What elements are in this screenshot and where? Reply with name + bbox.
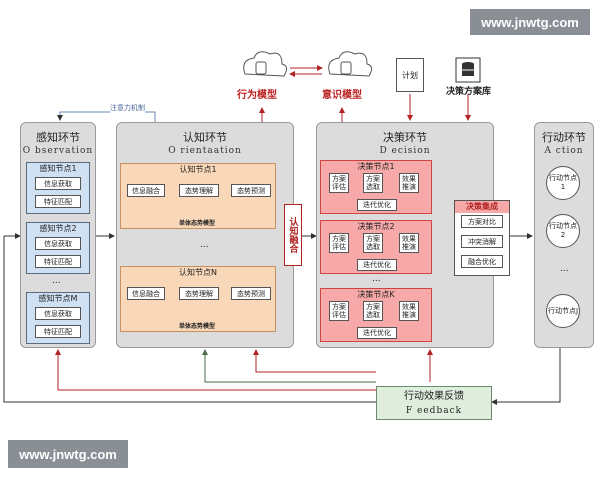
database-icon	[455, 57, 481, 83]
situation-understand-box: 态势理解	[179, 184, 219, 197]
cognition-fusion-box: 认知融合	[284, 204, 302, 266]
feedback-subtitle: F eedback	[405, 406, 463, 416]
feature-match-box: 特征匹配	[35, 195, 81, 208]
situation-predict-box: 态势预测	[231, 184, 271, 197]
act-node: 行动节点J	[546, 294, 580, 328]
info-acquire-box: 信息获取	[35, 307, 81, 320]
feedback-title: 行动效果反馈	[404, 391, 464, 402]
iterate-opt-box: 迭代优化	[357, 327, 397, 339]
feature-match-box: 特征匹配	[35, 255, 81, 268]
info-acquire-box: 信息获取	[35, 177, 81, 190]
situation-understand-box: 态势理解	[179, 287, 219, 300]
observe-node: 感知节点2 信息获取 特征匹配	[26, 222, 90, 274]
cognition-model-label: 意识模型	[322, 90, 362, 101]
plan-evaluate-box: 方案评估	[329, 233, 349, 253]
single-model-label: 单体态势模型	[178, 220, 215, 227]
orient-node: 认知节点1 信息融合 态势理解 态势预测 单体态势模型	[120, 163, 276, 229]
decide-ellipsis: ...	[372, 274, 381, 284]
plan-select-box: 方案选取	[363, 173, 383, 193]
decide-title: 决策环节	[383, 131, 427, 144]
plan-evaluate-box: 方案评估	[329, 173, 349, 193]
act-node: 行动节点1	[546, 166, 580, 200]
plan-select-box: 方案选取	[363, 233, 383, 253]
decision-integration: 决策集成 方案对比 冲突消解 融合优化	[454, 200, 510, 276]
effect-simulate-box: 效果推演	[399, 233, 419, 253]
info-fusion-box: 信息融合	[127, 184, 165, 197]
orient-ellipsis: ...	[200, 240, 209, 250]
observe-subtitle: O bservation	[22, 146, 94, 156]
observe-node: 感知节点1 信息获取 特征匹配	[26, 162, 90, 214]
decide-subtitle: D ecision	[379, 146, 431, 156]
plan-evaluate-box: 方案评估	[329, 301, 349, 321]
plan-select-box: 方案选取	[363, 301, 383, 321]
cloud-icon	[243, 51, 288, 77]
watermark-bottom: www.jnwtg.com	[8, 440, 128, 468]
behavior-model-label: 行为模型	[237, 90, 277, 101]
feature-match-box: 特征匹配	[35, 325, 81, 338]
decide-node: 决策节点1 方案评估 方案选取 效果推演 迭代优化	[320, 160, 432, 214]
act-title: 行动环节	[542, 131, 586, 144]
cloud-icon	[328, 51, 373, 77]
orient-subtitle: O rientaation	[168, 146, 242, 156]
orient-title: 认知环节	[183, 131, 227, 144]
observe-ellipsis: ...	[52, 276, 61, 286]
act-subtitle: A ction	[544, 146, 584, 156]
watermark-top: www.jnwtg.com	[470, 9, 590, 35]
act-ellipsis: ...	[560, 264, 569, 274]
situation-predict-box: 态势预测	[231, 287, 271, 300]
orient-node: 认知节点N 信息融合 态势理解 态势预测 单体态势模型	[120, 266, 276, 332]
effect-simulate-box: 效果推演	[399, 173, 419, 193]
conflict-resolve-box: 冲突消解	[461, 235, 503, 248]
integration-title: 决策集成	[455, 201, 509, 213]
effect-simulate-box: 效果推演	[399, 301, 419, 321]
decide-node: 决策节点2 方案评估 方案选取 效果推演 迭代优化	[320, 220, 432, 274]
feedback-box: 行动效果反馈 F eedback	[376, 386, 492, 420]
info-acquire-box: 信息获取	[35, 237, 81, 250]
info-fusion-box: 信息融合	[127, 287, 165, 300]
iterate-opt-box: 迭代优化	[357, 199, 397, 211]
single-model-label: 单体态势模型	[178, 323, 215, 330]
plan-box: 计划	[396, 58, 424, 92]
observe-node: 感知节点M 信息获取 特征匹配	[26, 292, 90, 344]
iterate-opt-box: 迭代优化	[357, 259, 397, 271]
decide-node: 决策节点K 方案评估 方案选取 效果推演 迭代优化	[320, 288, 432, 342]
act-node: 行动节点2	[546, 214, 580, 248]
fusion-opt-box: 融合优化	[461, 255, 503, 268]
observe-title: 感知环节	[36, 131, 80, 144]
decision-lib-label: 决策方案库	[446, 87, 492, 97]
plan-compare-box: 方案对比	[461, 215, 503, 228]
attention-label: 注意力机制	[110, 103, 145, 113]
